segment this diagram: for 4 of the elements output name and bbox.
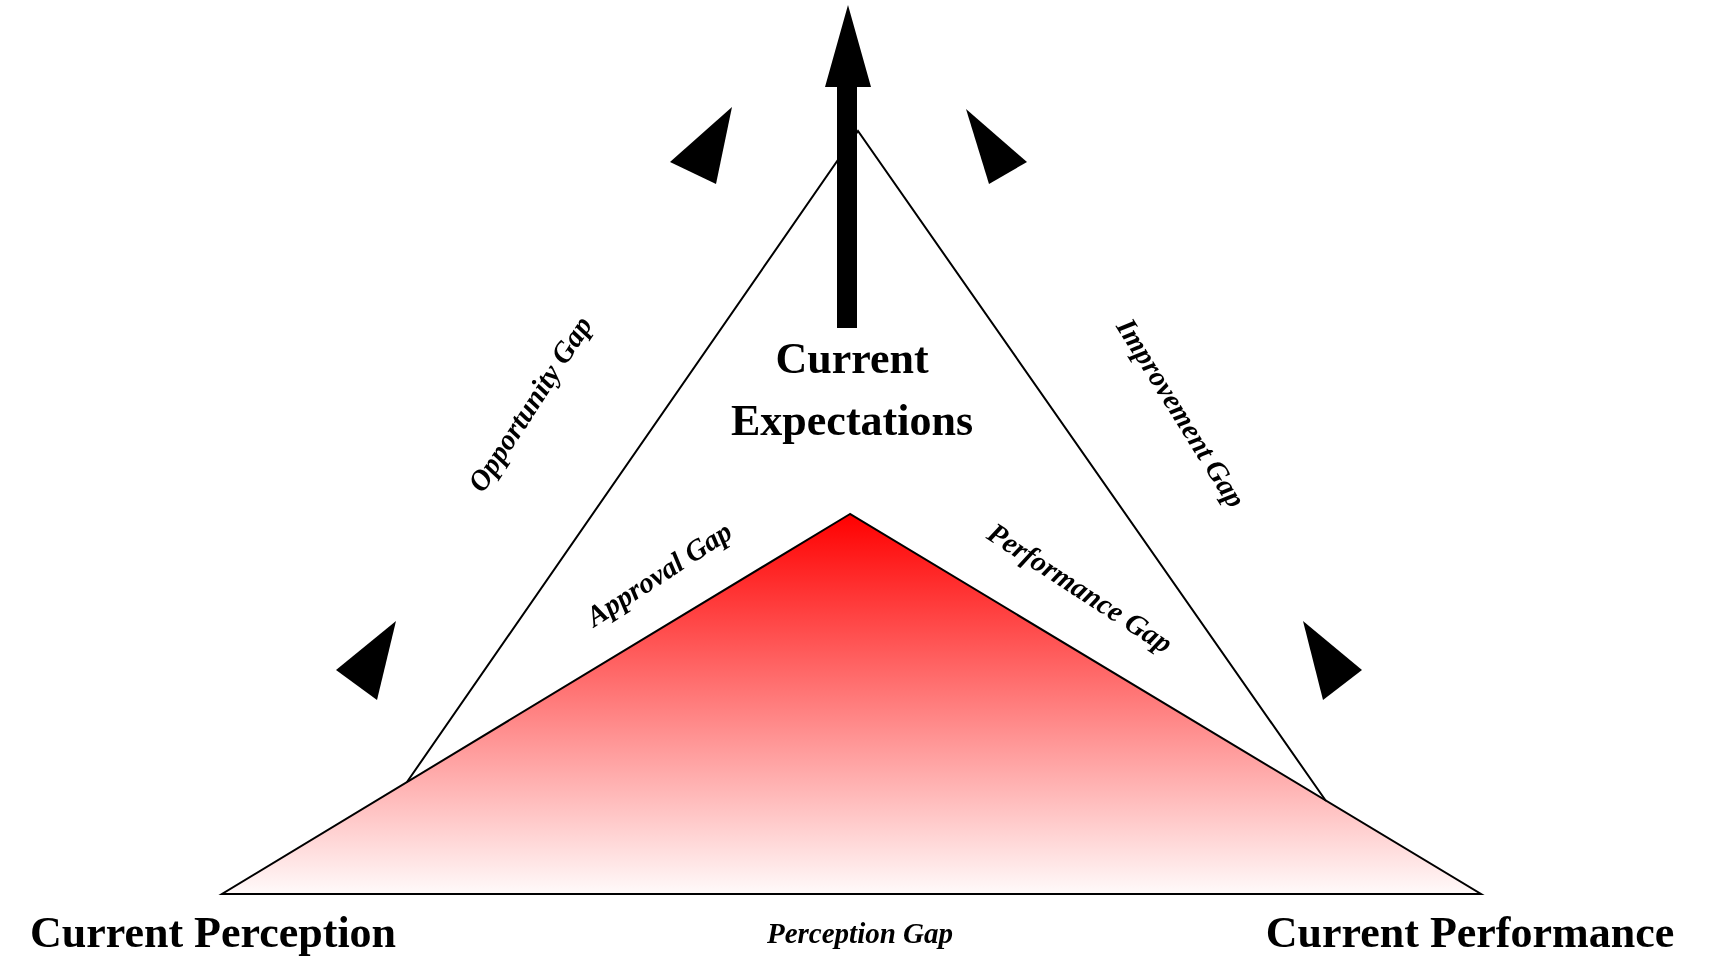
vertex-label: Current Perception	[29, 907, 397, 960]
vertex-label: Current Expectations	[730, 333, 974, 447]
gap-label: Perception Gap	[766, 916, 954, 950]
vertex-label: Current Performance	[1265, 907, 1675, 960]
